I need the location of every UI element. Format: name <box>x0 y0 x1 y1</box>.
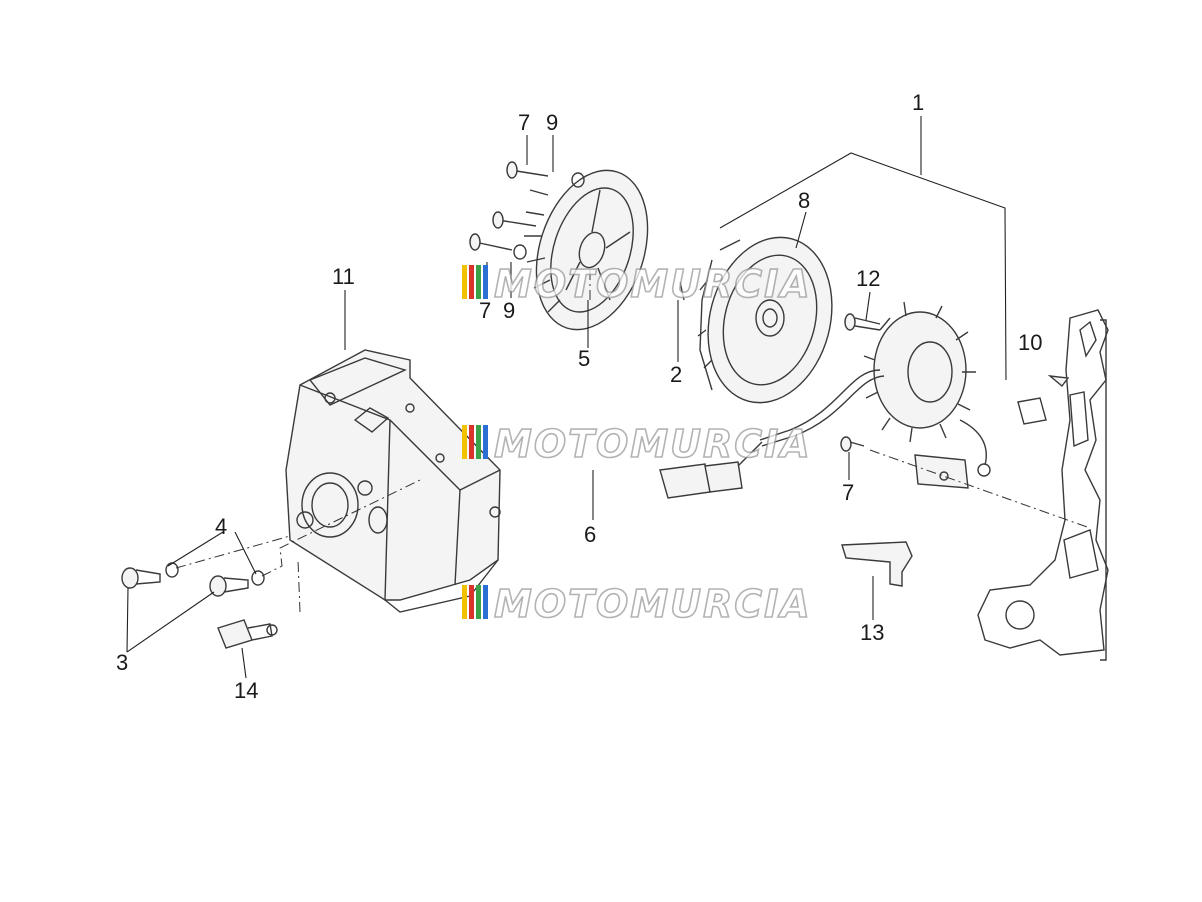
cable-clip <box>841 541 913 587</box>
watermark-text: MOTOMURCIA <box>494 262 812 306</box>
callout-11: 11 <box>332 264 355 289</box>
callout-7-low: 7 <box>842 480 854 505</box>
watermark-stripe <box>462 425 467 459</box>
fan-screws <box>469 161 585 260</box>
callout-14: 14 <box>234 678 258 703</box>
callout-6: 6 <box>584 522 596 547</box>
callout-5: 5 <box>578 346 590 371</box>
sensor <box>217 619 278 649</box>
callout-7-top: 7 <box>518 110 530 135</box>
callout-10: 10 <box>1018 330 1042 355</box>
cover-screws <box>121 562 265 597</box>
watermark-top: MOTOMURCIA <box>462 261 812 307</box>
watermark-middle: MOTOMURCIA <box>462 421 812 467</box>
callout-9-top: 9 <box>546 110 558 135</box>
watermark-stripe <box>469 425 474 459</box>
stator-screw <box>844 313 881 331</box>
callout-9-mid: 9 <box>503 298 515 323</box>
callout-1: 1 <box>912 90 924 115</box>
flywheel-cover <box>285 349 501 613</box>
watermark-stripe <box>483 265 488 299</box>
watermark-text: MOTOMURCIA <box>494 582 812 626</box>
cooling-fan <box>524 169 649 331</box>
watermark-stripe <box>476 425 481 459</box>
watermark-bottom: MOTOMURCIA <box>462 581 812 627</box>
stator <box>659 301 991 499</box>
key-part <box>1047 375 1070 388</box>
callout-labels: 1 2 3 4 5 6 7 7 7 8 9 9 10 11 12 13 14 <box>116 90 1042 703</box>
watermark-stripe <box>462 265 467 299</box>
flywheel-rotor <box>697 236 833 404</box>
callout-3: 3 <box>116 650 128 675</box>
watermark-stripe <box>483 425 488 459</box>
watermark-stripe <box>476 265 481 299</box>
leader-lines <box>126 116 1007 679</box>
woodruff-key <box>679 281 685 301</box>
callout-7-mid: 7 <box>479 298 491 323</box>
watermark-text: MOTOMURCIA <box>494 422 812 466</box>
callout-12: 12 <box>856 266 880 291</box>
watermark-stripe <box>483 585 488 619</box>
engine-casing <box>977 309 1109 661</box>
watermark-stripe <box>476 585 481 619</box>
pickup-screw <box>840 436 865 452</box>
callout-13: 13 <box>860 620 884 645</box>
watermark-stripe <box>462 585 467 619</box>
callout-4: 4 <box>215 514 227 539</box>
watermark-stripe <box>469 585 474 619</box>
assembly-axes <box>175 270 1091 613</box>
callout-2: 2 <box>670 362 682 387</box>
watermark-stripe <box>469 265 474 299</box>
callout-8: 8 <box>798 188 810 213</box>
